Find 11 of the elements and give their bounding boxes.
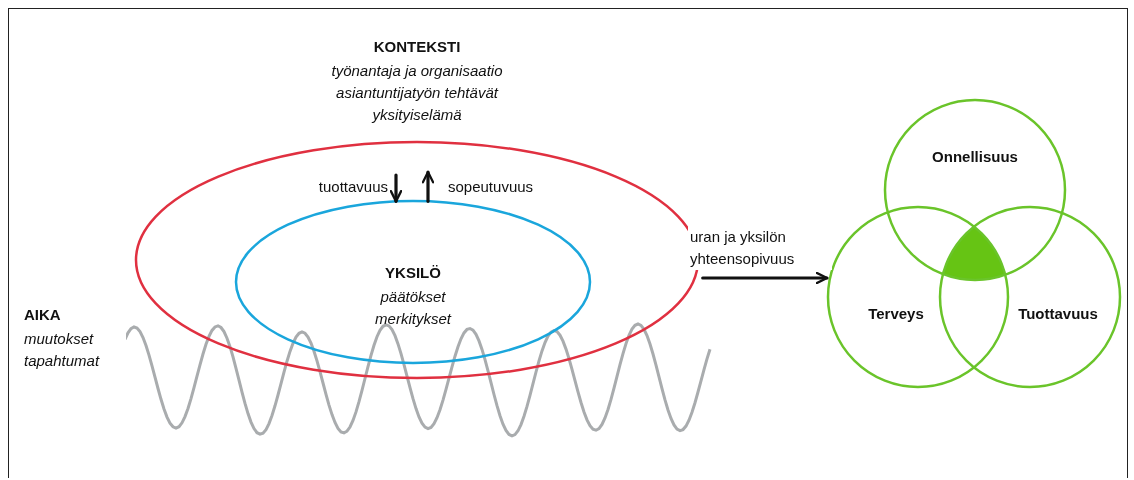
- arrow: [421, 170, 435, 203]
- edge-label: uran ja yksilön yhteensopivuus: [688, 226, 832, 270]
- node-heading: YKSILÖ: [384, 263, 442, 283]
- node-description: päätökset merkitykset: [374, 287, 453, 329]
- node-heading: Onnellisuus: [931, 147, 1019, 167]
- arrow: [701, 271, 829, 285]
- node-heading: Tuottavuus: [1017, 304, 1099, 324]
- node-heading: KONTEKSTI: [372, 37, 462, 57]
- arrow: [389, 173, 403, 203]
- node-description: työnantaja ja organisaatio asiantuntijatyön tehtävät yksityiselämä: [330, 61, 504, 125]
- node-heading: Terveys: [867, 304, 925, 324]
